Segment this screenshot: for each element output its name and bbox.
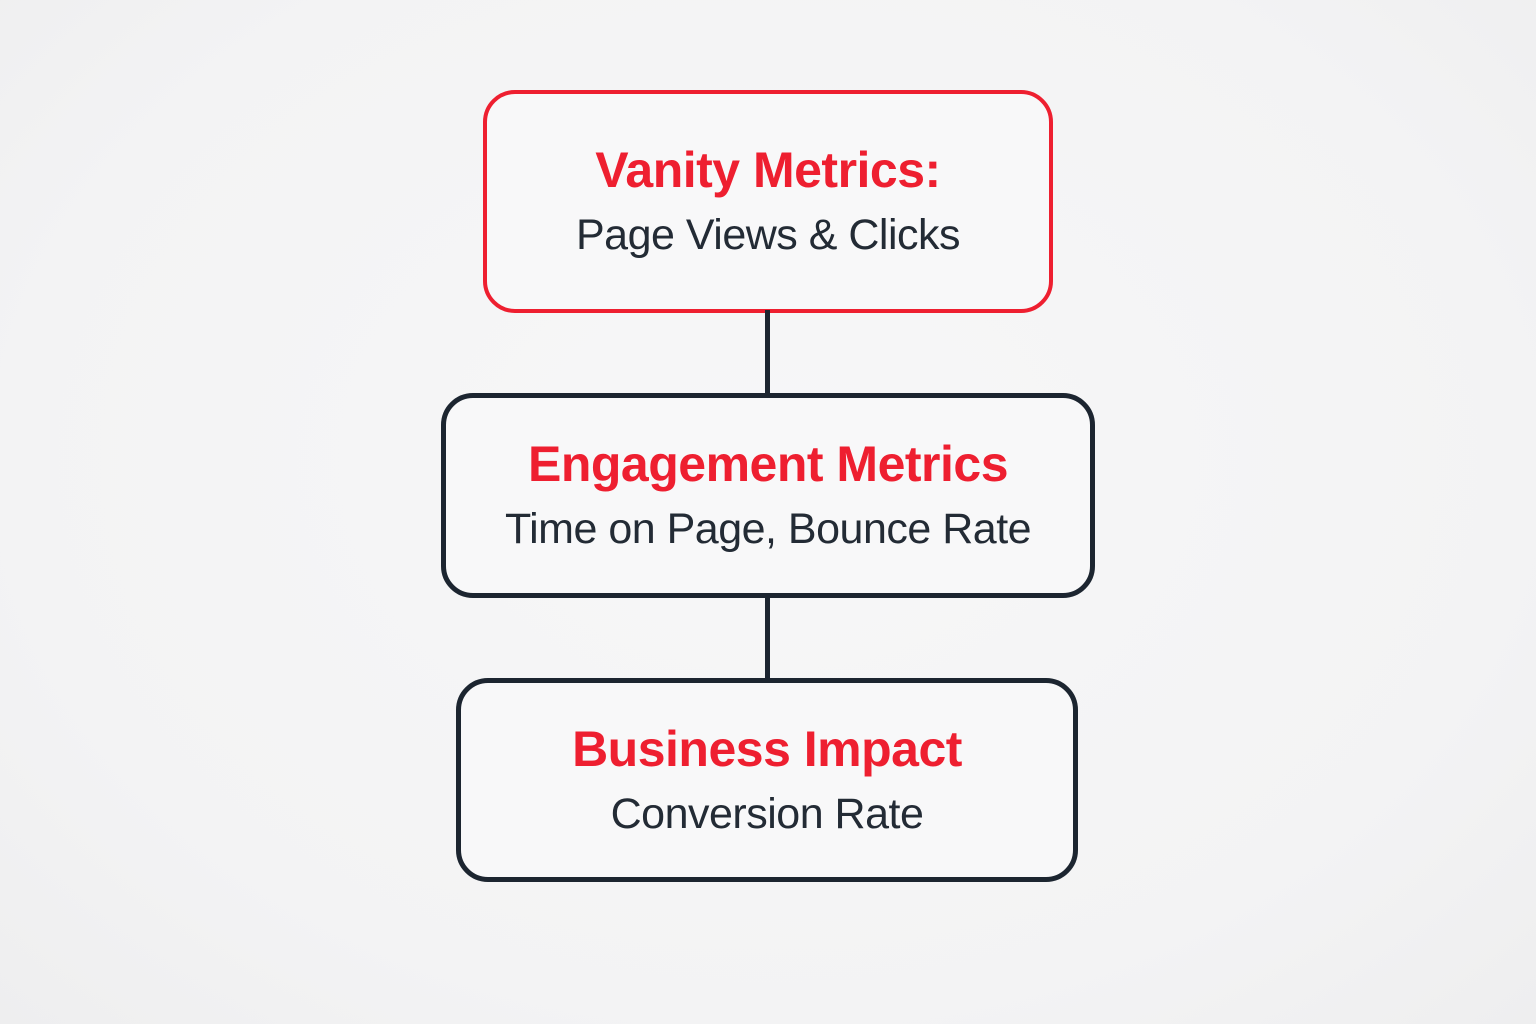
connector-line-vanity-to-engagement (765, 310, 770, 396)
node-subtitle: Page Views & Clicks (575, 211, 961, 260)
connector-line-engagement-to-business (765, 595, 770, 681)
node-subtitle: Time on Page, Bounce Rate (504, 505, 1032, 554)
node-business-impact: Business Impact Conversion Rate (456, 678, 1078, 882)
node-vanity-metrics: Vanity Metrics: Page Views & Clicks (483, 90, 1053, 313)
node-subtitle: Conversion Rate (610, 789, 924, 838)
node-title: Business Impact (572, 720, 962, 777)
node-title: Vanity Metrics: (595, 142, 941, 199)
node-title: Engagement Metrics (527, 436, 1009, 493)
node-engagement-metrics: Engagement Metrics Time on Page, Bounce … (441, 393, 1095, 598)
